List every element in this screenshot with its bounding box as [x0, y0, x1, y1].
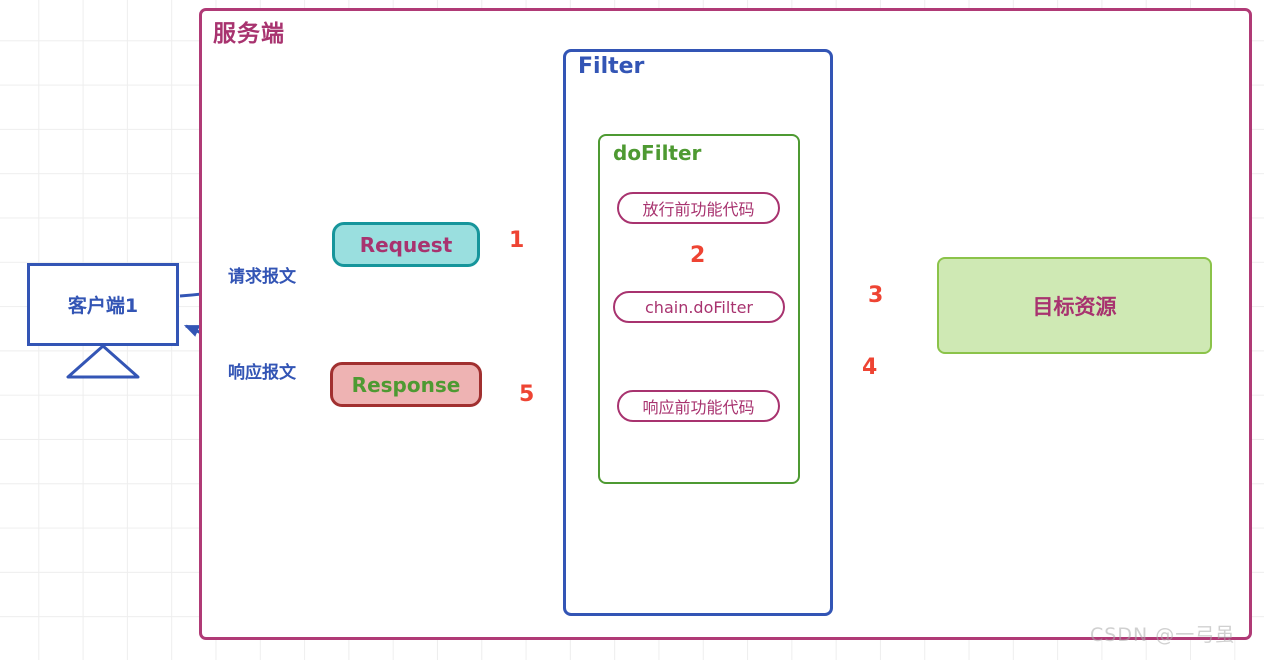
node-client-terminal[interactable]: 客户端1	[27, 263, 179, 346]
edge-label-step-2: 2	[690, 243, 706, 268]
dofilter-container	[598, 134, 800, 484]
node-target-resource[interactable]: 目标资源	[937, 257, 1212, 354]
edge-label-step-5: 5	[519, 382, 535, 407]
node-request[interactable]: Request	[332, 222, 480, 267]
node-response[interactable]: Response	[330, 362, 482, 407]
edge-label-step-3: 3	[868, 283, 884, 308]
watermark: CSDN @一弓虽	[1090, 624, 1236, 646]
node-chain-dofilter[interactable]: chain.doFilter	[613, 291, 785, 323]
server-container-label: 服务端	[213, 21, 285, 47]
dofilter-container-label: doFilter	[613, 141, 702, 165]
node-post-filter-code[interactable]: 响应前功能代码	[617, 390, 780, 422]
edge-label-request-message: 请求报文	[228, 267, 296, 287]
client-monitor-stand	[27, 342, 179, 379]
edge-label-step-1: 1	[509, 228, 525, 253]
filter-container-label: Filter	[578, 54, 645, 79]
filter-container	[563, 49, 833, 616]
node-pre-filter-code[interactable]: 放行前功能代码	[617, 192, 780, 224]
edge-label-step-4: 4	[862, 355, 878, 380]
edge-label-response-message: 响应报文	[228, 363, 296, 383]
